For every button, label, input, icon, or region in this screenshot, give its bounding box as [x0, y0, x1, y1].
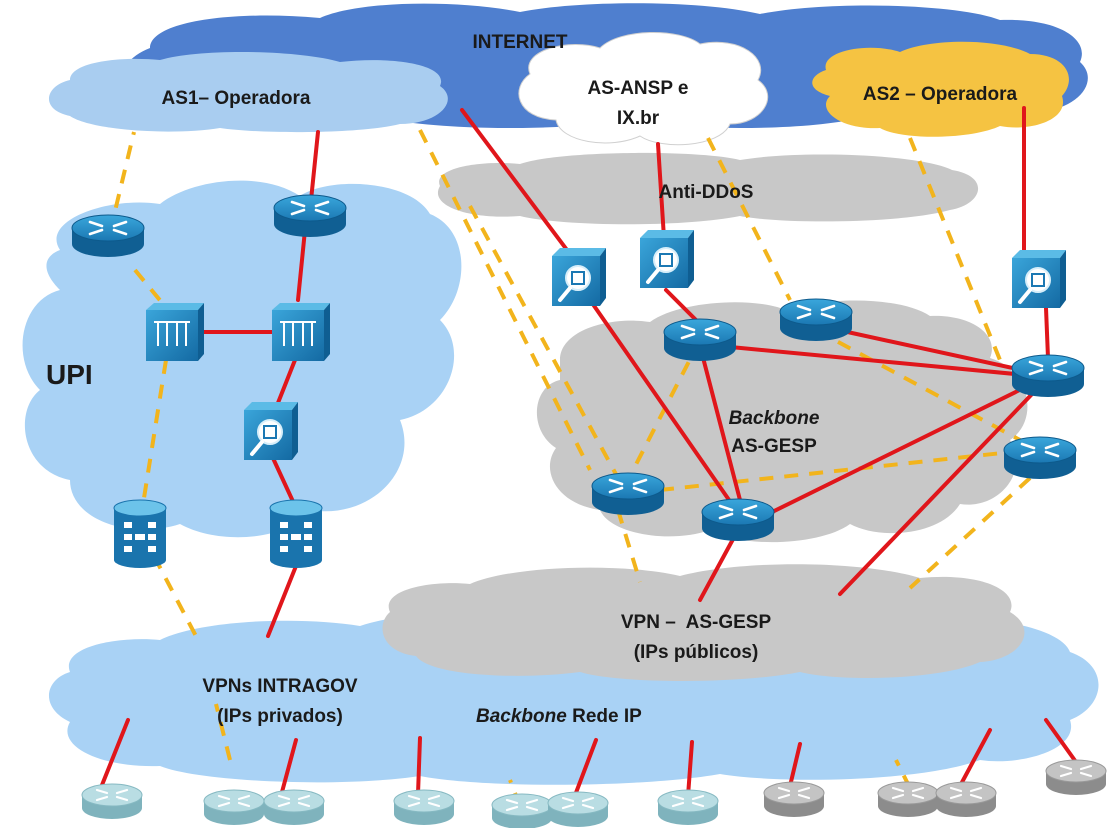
vpn-gesp-label-line1: VPN – AS-GESP: [621, 612, 772, 633]
edge-router-gray-4: [1044, 758, 1108, 797]
backbone-ip-label: Backbone Rede IP: [476, 706, 642, 727]
edge-router-teal-5: [490, 792, 554, 828]
edge-router-teal-6: [546, 790, 610, 828]
logical-links: [108, 129, 1032, 807]
antiddos-inspector-1: [550, 246, 608, 308]
as2-label: AS2 – Operadora: [863, 84, 1018, 105]
gesp-router-5: [590, 471, 666, 517]
ansp-cloud: [518, 31, 769, 146]
gesp-router-2: [778, 297, 854, 343]
as2-cloud-shape: [812, 41, 1069, 137]
edge-router-teal-1: [80, 782, 144, 821]
antiddos-cloud: [437, 152, 979, 225]
upi-router-left: [70, 213, 146, 259]
upi-vpn-concentrator-left: [113, 499, 167, 569]
ansp-label-line2: IX.br: [617, 108, 660, 129]
gesp-router-3: [1010, 353, 1086, 399]
antiddos-cloud-shape: [437, 152, 979, 225]
antiddos-inspector-2: [638, 228, 696, 290]
edge-router-gray-2: [876, 780, 940, 819]
backbone-gesp-label-line1: Backbone: [729, 408, 820, 429]
gesp-router-1: [662, 317, 738, 363]
edge-router-teal-7: [656, 788, 720, 827]
internet-label: INTERNET: [473, 32, 568, 53]
backbone-ip-rest: Rede IP: [567, 706, 642, 727]
upi-label: UPI: [46, 359, 93, 390]
upi-router-top: [272, 193, 348, 239]
vpn-gesp-cloud-shape: [382, 564, 1025, 681]
edge-router-gray-1: [762, 780, 826, 819]
ansp-label-line1: AS-ANSP e: [587, 78, 688, 99]
intragov-label-line2: (IPs privados): [217, 706, 343, 727]
as1-cloud: [48, 51, 448, 133]
antiddos-label: Anti-DDoS: [659, 182, 754, 203]
backbone-ip-italic: Backbone: [476, 706, 567, 727]
gesp-router-6: [700, 497, 776, 543]
as1-label: AS1– Operadora: [162, 88, 311, 109]
intragov-label-line1: VPNs INTRAGOV: [202, 676, 358, 697]
upi-cloud-shape: [22, 180, 462, 538]
as1-cloud-shape: [48, 51, 448, 133]
vpn-gesp-cloud: [382, 564, 1025, 681]
edge-router-teal-3: [262, 788, 326, 827]
edge-router-gray-3: [934, 780, 998, 819]
ansp-cloud-shape: [518, 31, 769, 146]
upi-switch-right: [271, 302, 331, 362]
edge-router-teal-2: [202, 788, 266, 827]
upi-vpn-concentrator-right: [269, 499, 323, 569]
physical-links: [98, 106, 1078, 800]
edge-router-teal-4: [392, 788, 456, 827]
as2-cloud: [812, 41, 1069, 137]
upi-cloud: [22, 180, 462, 538]
vpn-gesp-label-line2: (IPs públicos): [634, 642, 759, 663]
antiddos-inspector-3: [1010, 248, 1068, 310]
upi-firewall-inspector: [242, 400, 300, 462]
upi-switch-left: [145, 302, 205, 362]
backbone-gesp-label-line2: AS-GESP: [731, 436, 817, 457]
gesp-router-4: [1002, 435, 1078, 481]
